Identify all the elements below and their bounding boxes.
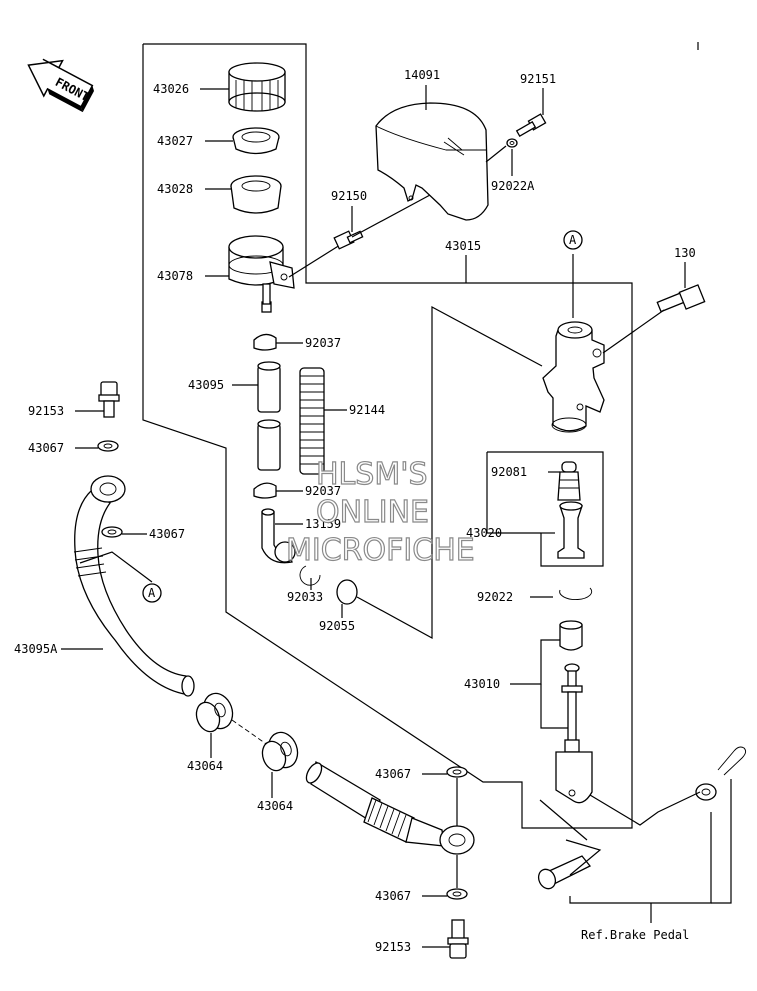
washer-92022A — [506, 138, 518, 148]
label-13159: 13159 — [305, 517, 341, 531]
pushrod-43010 — [555, 620, 593, 804]
label-43067-a: 43067 — [28, 441, 64, 455]
label-92055: 92055 — [319, 619, 355, 633]
circlip-92033 — [299, 565, 321, 586]
label-92033: 92033 — [287, 590, 323, 604]
reservoir-tank — [228, 235, 295, 313]
hose-lower — [305, 760, 475, 855]
hose-43095 — [257, 361, 281, 471]
label-92022A: 92022A — [491, 179, 535, 193]
grommet-43064-b — [261, 731, 299, 772]
label-92081: 92081 — [491, 465, 527, 479]
master-cylinder-body — [542, 321, 605, 433]
washer-43067-c — [446, 766, 468, 778]
label-92037-top: 92037 — [305, 336, 341, 350]
spring-92144 — [299, 367, 325, 475]
label-92144: 92144 — [349, 403, 385, 417]
label-92022: 92022 — [477, 590, 513, 604]
label-43010: 43010 — [464, 677, 500, 691]
reservoir-diaphragm — [230, 175, 282, 214]
reservoir-plate — [232, 127, 280, 155]
label-92037-bottom: 92037 — [305, 484, 341, 498]
assembly-outline — [142, 43, 633, 829]
banjo-bolt-top — [98, 381, 120, 418]
watermark-line2: ONLINE — [316, 495, 429, 530]
cup-92081 — [557, 461, 581, 501]
piston-43020 — [557, 501, 585, 559]
clamp-92037-bottom — [253, 482, 277, 499]
label-43067-b: 43067 — [149, 527, 185, 541]
label-43067-c: 43067 — [375, 767, 411, 781]
label-130: 130 — [674, 246, 696, 260]
piston-kit-box — [486, 451, 604, 567]
banjo-bolt-bottom — [447, 919, 469, 959]
label-43020: 43020 — [466, 526, 502, 540]
circlip-92022 — [559, 587, 593, 601]
bolt-92151 — [515, 113, 547, 137]
washer-pedal — [695, 783, 717, 801]
clamp-92037-top — [253, 333, 277, 351]
label-92153-top: 92153 — [28, 404, 64, 418]
label-43015: 43015 — [445, 239, 481, 253]
label-ref-brake-pedal: Ref.Brake Pedal — [581, 928, 689, 942]
front-arrow-icon: FRONT — [27, 58, 95, 113]
grommet-43064-a — [195, 692, 234, 733]
label-92150: 92150 — [331, 189, 367, 203]
washer-43067-b — [101, 526, 123, 538]
clevis-pin — [537, 855, 592, 890]
ref-a-left: A — [148, 586, 156, 600]
label-92151: 92151 — [520, 72, 556, 86]
oring-92055 — [336, 579, 358, 605]
hose-43095A — [73, 475, 195, 697]
watermark: HLSM'S ONLINE MICROFICHE — [285, 456, 475, 568]
washer-43067-d — [446, 888, 468, 900]
label-43027: 43027 — [157, 134, 193, 148]
label-43095: 43095 — [188, 378, 224, 392]
label-43078: 43078 — [157, 269, 193, 283]
fitting-13159 — [261, 508, 296, 564]
label-43064-a: 43064 — [187, 759, 223, 773]
cotter-pin — [717, 746, 747, 776]
bolt-130 — [656, 284, 706, 313]
reservoir-cap — [228, 62, 286, 112]
reservoir-cover — [375, 102, 489, 221]
label-43067-d: 43067 — [375, 889, 411, 903]
watermark-line1: HLSM'S — [316, 457, 428, 492]
label-43095A: 43095A — [14, 642, 58, 656]
watermark-line3: MICROFICHE — [286, 533, 475, 568]
washer-43067-a — [97, 440, 119, 452]
label-43028: 43028 — [157, 182, 193, 196]
label-92153-bottom: 92153 — [375, 940, 411, 954]
label-43064-b: 43064 — [257, 799, 293, 813]
bolt-92150 — [333, 230, 364, 250]
ref-a-top: A — [569, 233, 577, 247]
label-14091: 14091 — [404, 68, 440, 82]
label-43026: 43026 — [153, 82, 189, 96]
